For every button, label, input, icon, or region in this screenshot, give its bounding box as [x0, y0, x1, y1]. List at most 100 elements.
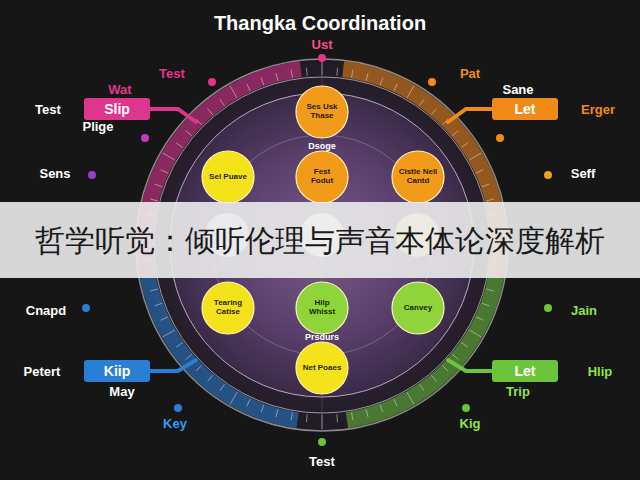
wheel-label: Prsdurs: [305, 333, 339, 342]
label-pill: Slip: [84, 98, 150, 120]
tick: [276, 409, 278, 417]
circle-fill: [296, 151, 348, 203]
tick: [306, 68, 308, 76]
leader-line: [448, 109, 492, 122]
label-pill: Let: [492, 360, 558, 382]
circle-fill: [296, 342, 348, 394]
tick: [452, 354, 458, 359]
tick: [486, 289, 494, 291]
wheel-label: Kig: [460, 417, 481, 430]
tick: [291, 70, 292, 78]
tick: [461, 343, 468, 348]
tick: [163, 153, 175, 160]
tick: [230, 86, 237, 98]
tick: [176, 143, 183, 148]
wheel-label: Seff: [571, 167, 596, 180]
topic-circle: Cistle Nell Cantd: [391, 150, 445, 204]
node-text: Tearing Catise: [208, 299, 248, 317]
wheel-label: Trip: [506, 385, 530, 398]
tick: [431, 375, 436, 381]
topic-circle: Net Poaes: [295, 341, 349, 395]
tick: [163, 330, 175, 337]
tick: [276, 73, 278, 81]
tick: [394, 84, 397, 91]
tick: [407, 392, 414, 404]
wheel-label: Sens: [39, 167, 70, 180]
tick: [431, 109, 436, 115]
node-text: 哲学听觉：倾听伦理与声音本体论深度解析: [35, 224, 605, 257]
wheel-label: Pat: [460, 67, 480, 80]
tick: [420, 384, 425, 391]
title-banner: 哲学听觉：倾听伦理与声音本体论深度解析: [0, 202, 640, 278]
wheel-label: Sane: [502, 83, 533, 96]
wheel-label: May: [109, 385, 134, 398]
tick: [452, 131, 458, 136]
tick: [469, 330, 481, 337]
dot: [496, 134, 504, 142]
tick: [176, 343, 183, 348]
tick: [306, 414, 308, 422]
node-text: Ses Usk Thase: [302, 103, 342, 121]
tick: [476, 170, 483, 173]
tick: [486, 199, 494, 201]
wheel-label: Test: [35, 103, 61, 116]
wheel-label: Dsoge: [308, 142, 336, 151]
wheel-label: Key: [163, 417, 187, 430]
circle-fill: [296, 282, 348, 334]
tick: [366, 73, 368, 81]
dot: [141, 134, 149, 142]
wheel-label: Ust: [312, 38, 333, 51]
tick: [186, 131, 192, 136]
tick: [150, 199, 158, 201]
dot: [318, 54, 326, 62]
topic-circle: Fest Fodut: [295, 150, 349, 204]
tick: [291, 412, 292, 420]
tick: [261, 405, 264, 413]
topic-circle: Tearing Catise: [201, 281, 255, 335]
circle-fill: [392, 282, 444, 334]
dot: [318, 438, 326, 446]
node-text: Slip: [104, 102, 130, 116]
label-pill: Let: [492, 98, 558, 120]
dot: [82, 304, 90, 312]
node-text: Hilp Whisst: [302, 299, 342, 317]
tick: [380, 78, 383, 86]
node-text: Let: [515, 102, 536, 116]
tick: [461, 143, 468, 148]
tick: [247, 84, 250, 91]
tick: [208, 109, 213, 115]
tick: [261, 78, 264, 86]
wheel-label: Erger: [581, 103, 615, 116]
node-text: Net Poaes: [302, 364, 342, 373]
wheel-label: Hlip: [588, 365, 613, 378]
circle-fill: [392, 151, 444, 203]
tick: [336, 68, 338, 76]
leader-line: [448, 360, 492, 371]
node-text: Let: [515, 364, 536, 378]
tick: [352, 70, 353, 78]
tick: [208, 375, 213, 381]
tick: [482, 184, 490, 187]
topic-circle: Ses Usk Thase: [295, 85, 349, 139]
tick: [394, 399, 397, 406]
node-text: Sel Puave: [208, 173, 248, 182]
label-pill: Kiip: [84, 360, 150, 382]
node-text: Cistle Nell Cantd: [398, 168, 438, 186]
dot: [428, 78, 436, 86]
wheel-label: Cnapd: [26, 304, 66, 317]
tick: [336, 414, 338, 422]
dot: [174, 404, 182, 412]
tick: [155, 184, 163, 187]
tick: [380, 405, 383, 413]
tick: [247, 399, 250, 406]
tick: [420, 99, 425, 106]
wheel-label: Jain: [571, 304, 597, 317]
wheel-label: Petert: [24, 365, 61, 378]
tick: [352, 412, 353, 420]
title: Thangka Coordination: [0, 12, 640, 34]
tick: [220, 99, 225, 106]
wheel-label: Test: [159, 67, 185, 80]
tick: [407, 86, 414, 98]
